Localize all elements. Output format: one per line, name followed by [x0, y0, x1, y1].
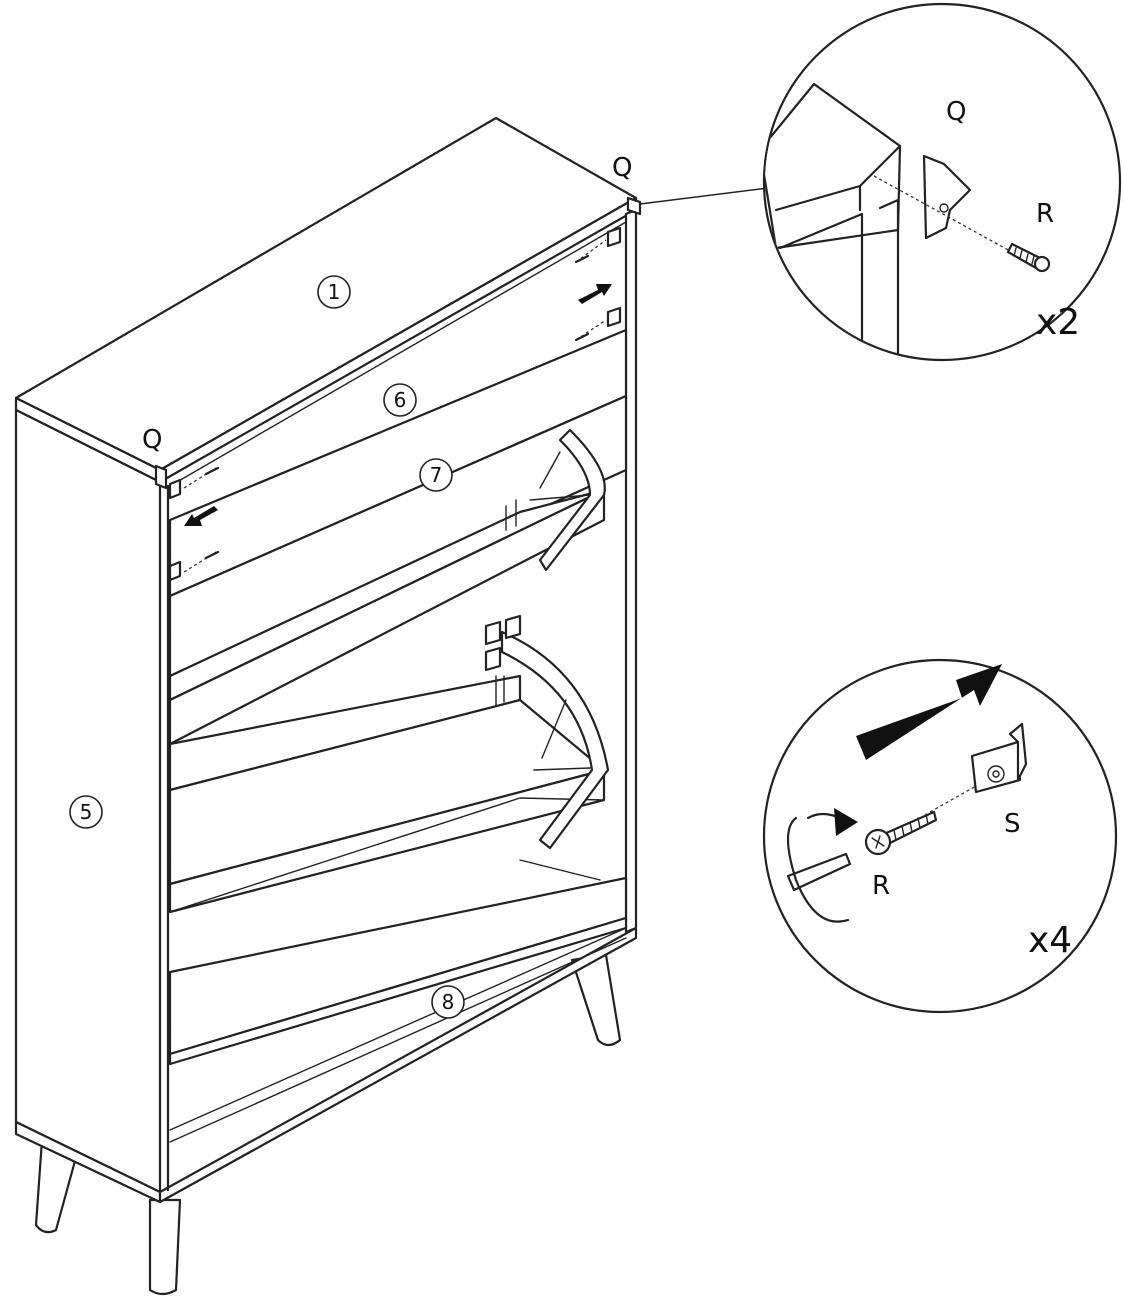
base-rail	[168, 876, 628, 1056]
svg-text:x4: x4	[1028, 920, 1072, 961]
callout-q-left: Q	[142, 425, 162, 455]
screw-icon	[1006, 242, 1051, 273]
svg-text:S: S	[1004, 809, 1021, 839]
svg-text:6: 6	[394, 388, 407, 412]
part-number-6: 6	[383, 383, 417, 417]
callout-q-right: Q	[612, 153, 632, 183]
svg-text:R: R	[872, 871, 890, 901]
part-number-1: 1	[317, 275, 351, 309]
part-number-5: 5	[69, 795, 103, 829]
svg-text:8: 8	[442, 990, 455, 1014]
top-brackets	[154, 196, 642, 582]
detail-bracket: Q R x2	[762, 2, 1122, 362]
legs	[34, 953, 622, 1296]
detail-hinge: R S x4	[762, 658, 1118, 1014]
upper-flap	[168, 394, 628, 678]
svg-text:5: 5	[80, 800, 93, 824]
svg-text:Q: Q	[946, 97, 966, 127]
bracket-q	[922, 154, 972, 240]
svg-text:1: 1	[328, 280, 341, 304]
motion-arrows	[184, 284, 612, 526]
svg-text:R: R	[1036, 199, 1054, 229]
screw-icon	[864, 810, 938, 856]
direction-arrow-icon	[856, 664, 1002, 760]
svg-text:7: 7	[430, 463, 443, 487]
leader-line	[639, 187, 769, 205]
svg-text:x2: x2	[1036, 302, 1080, 343]
screwdriver-icon	[786, 808, 858, 923]
part-number-8: 8	[431, 985, 465, 1019]
bracket-s	[970, 722, 1028, 794]
part-number-7: 7	[419, 458, 453, 492]
